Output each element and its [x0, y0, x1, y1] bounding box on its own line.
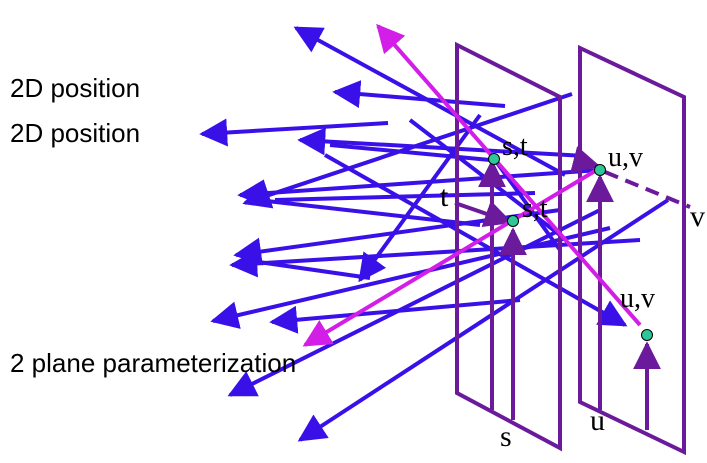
ray [210, 226, 611, 329]
ray [229, 238, 641, 278]
plane-uv-axis-v [570, 146, 601, 174]
label-axis-u: u [590, 404, 605, 437]
label-uv-upper: u,v [608, 142, 643, 173]
label-2-plane-parameterization: 2 plane parameterization [10, 348, 296, 378]
ray [227, 208, 601, 397]
ray [332, 80, 506, 109]
point-uv-lower [641, 329, 653, 341]
highlight-rays [302, 23, 642, 347]
label-st-upper: s,t [502, 131, 528, 162]
plane-uv-axis-v-dashed [604, 170, 691, 209]
intersection-points [488, 153, 653, 341]
ray [297, 198, 670, 442]
ray [237, 168, 601, 208]
plane-uv-frame [578, 44, 686, 456]
ray [242, 92, 573, 209]
point-st-upper [488, 153, 500, 165]
label-axis-t: t [440, 180, 449, 213]
ray [244, 258, 371, 280]
plane-st-frame [455, 41, 562, 452]
ray [199, 118, 389, 147]
ray [297, 127, 586, 158]
label-2d-position-1: 2D position [10, 73, 140, 103]
plane-uv [570, 44, 691, 456]
point-uv-upper [594, 164, 606, 176]
label-2d-position-2: 2D position [10, 118, 140, 148]
ray [329, 143, 491, 162]
label-axis-v: v [690, 200, 705, 233]
label-uv-lower: u,v [620, 283, 655, 314]
label-st-lower: s,t [522, 193, 548, 224]
point-st-lower [507, 215, 519, 227]
highlight-ray-2 [376, 23, 642, 327]
label-axis-s: s [500, 420, 512, 453]
ray [324, 153, 628, 327]
plane-st-axis-t [454, 200, 513, 228]
highlight-ray-1 [302, 166, 602, 347]
plane-st [454, 41, 562, 452]
